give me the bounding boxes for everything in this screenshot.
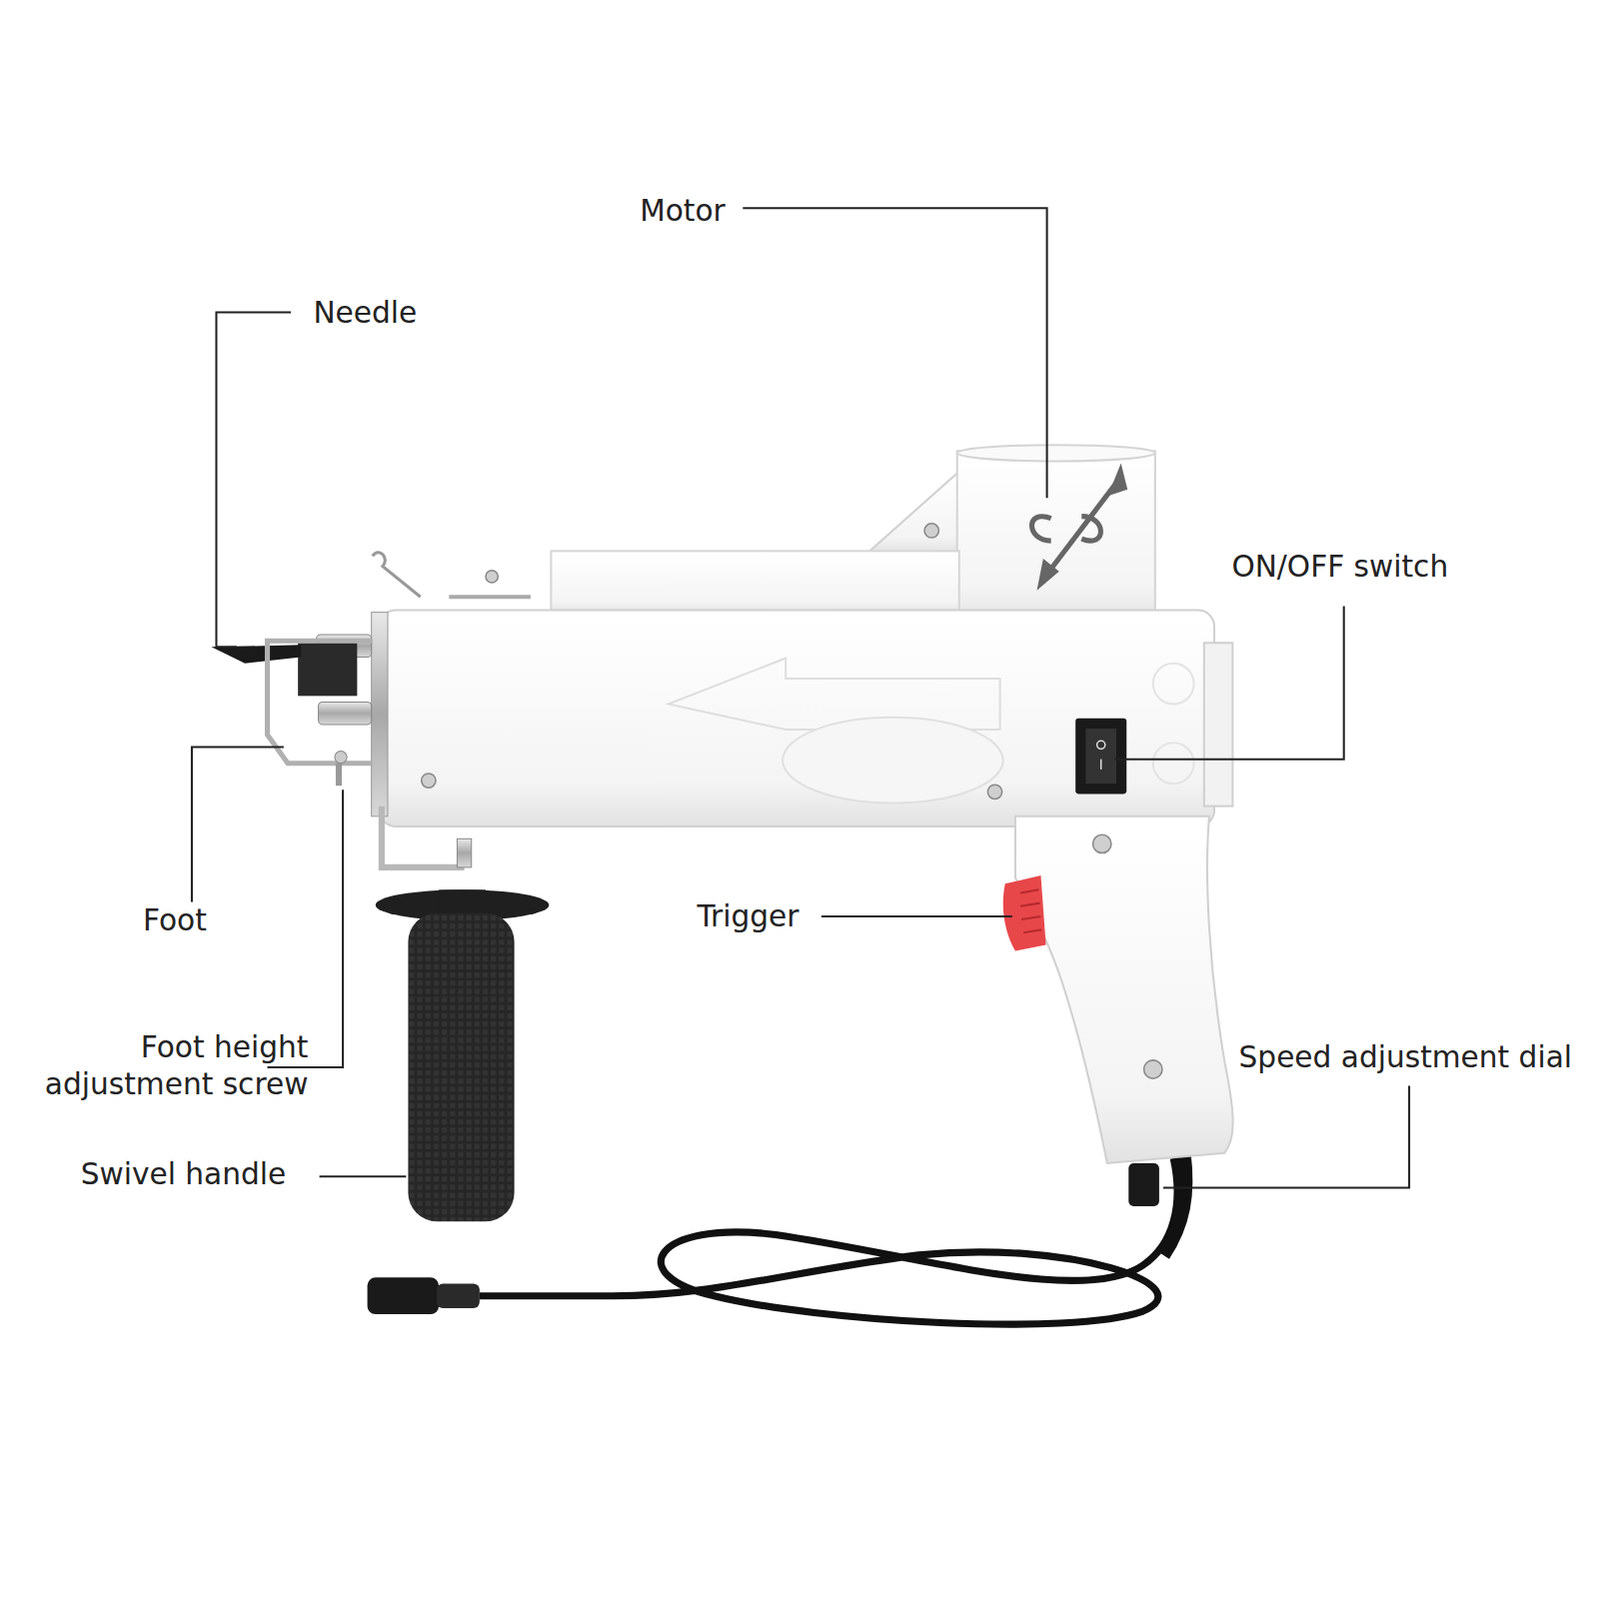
- trigger: [1003, 875, 1047, 952]
- motor-icon: [1032, 471, 1126, 584]
- part-label: Speed adjustment dial: [1239, 1038, 1573, 1076]
- swivel-handle: [407, 913, 514, 1222]
- part-label: Foot: [142, 902, 207, 940]
- part-label: ON/OFF switch: [1231, 547, 1449, 585]
- leader-lines: [191, 207, 1410, 1188]
- part-label: Trigger: [696, 898, 799, 936]
- part-label: Needle: [312, 293, 417, 331]
- on-off-switch: [1075, 718, 1127, 795]
- part-label: Swivel handle: [80, 1156, 287, 1194]
- gun: [210, 444, 1233, 1325]
- speed-dial: [1128, 1163, 1160, 1207]
- part-label: Motor: [639, 191, 726, 229]
- part-label: Foot height adjustment screw: [16, 1028, 308, 1103]
